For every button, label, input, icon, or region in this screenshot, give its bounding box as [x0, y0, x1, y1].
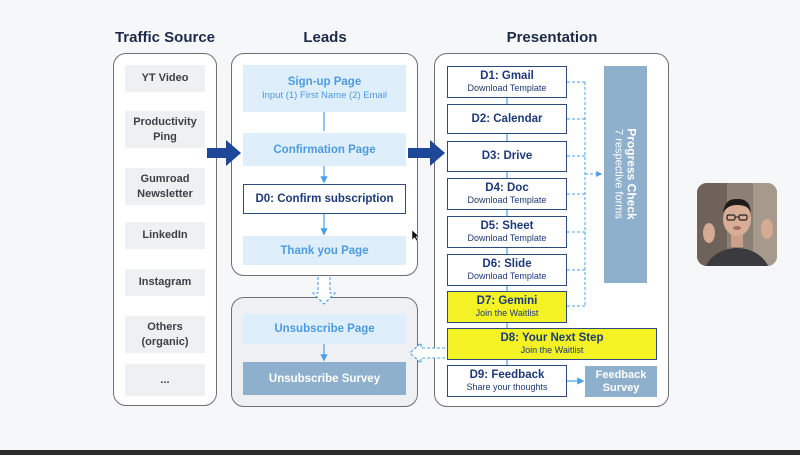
confirm-subscription-box: D0: Confirm subscription	[243, 184, 406, 214]
day-1-gmail: D1: Gmail Download Template	[447, 66, 567, 98]
progress-check-box: Progress Check 7 respective forms	[604, 66, 647, 283]
traffic-source-title: Traffic Source	[114, 29, 216, 46]
day-7-gemini: D7: Gemini Join the Waitlist	[447, 291, 567, 323]
progress-check-subtitle: 7 respective forms	[612, 129, 625, 219]
day-6-slide: D6: Slide Download Template	[447, 254, 567, 286]
signup-page: Sign-up Page Input (1) First Name (2) Em…	[243, 65, 406, 112]
day-7-subtitle: Join the Waitlist	[475, 308, 539, 318]
source-more: ...	[125, 364, 205, 396]
progress-check-title: Progress Check	[624, 128, 639, 220]
thank-you-page: Thank you Page	[243, 236, 406, 265]
day-1-subtitle: Download Template	[467, 83, 547, 93]
leads-title: Leads	[303, 29, 347, 46]
progress-check-label: Progress Check 7 respective forms	[612, 128, 639, 219]
presentation-title: Presentation	[506, 29, 598, 46]
unsubscribe-page: Unsubscribe Page	[243, 314, 406, 344]
source-instagram: Instagram	[125, 269, 205, 296]
presenter-avatar	[697, 183, 777, 266]
signup-page-subtitle: Input (1) First Name (2) Email	[261, 90, 388, 101]
unsubscribe-survey: Unsubscribe Survey	[243, 362, 406, 395]
source-gumroad-newsletter: Gumroad Newsletter	[125, 168, 205, 205]
day-2-title: D2: Calendar	[471, 112, 543, 125]
feedback-survey-box: Feedback Survey	[585, 366, 657, 397]
day-5-sheet: D5: Sheet Download Template	[447, 216, 567, 248]
day-4-subtitle: Download Template	[467, 195, 547, 205]
bottom-bar	[0, 450, 800, 455]
day-5-title: D5: Sheet	[480, 220, 534, 232]
day-5-subtitle: Download Template	[467, 233, 547, 243]
source-linkedin: LinkedIn	[125, 222, 205, 249]
day-8-subtitle: Join the Waitlist	[520, 345, 584, 355]
day-4-doc: D4: Doc Download Template	[447, 178, 567, 210]
day-2-calendar: D2: Calendar	[447, 104, 567, 134]
day-8-your-next-step: D8: Your Next Step Join the Waitlist	[447, 328, 657, 360]
day-1-title: D1: Gmail	[480, 70, 534, 82]
day-7-title: D7: Gemini	[476, 295, 538, 307]
day-9-feedback: D9: Feedback Share your thoughts	[447, 365, 567, 397]
day-6-title: D6: Slide	[482, 258, 532, 270]
source-others-organic: Others (organic)	[125, 316, 205, 353]
day-3-drive: D3: Drive	[447, 141, 567, 172]
day-9-title: D9: Feedback	[469, 369, 545, 381]
confirm-subscription-label: D0: Confirm subscription	[255, 192, 394, 205]
day-6-subtitle: Download Template	[467, 271, 547, 281]
day-4-title: D4: Doc	[485, 182, 529, 194]
confirmation-page: Confirmation Page	[243, 133, 406, 166]
source-productivity-ping: Productivity Ping	[125, 111, 205, 148]
webcam-overlay	[697, 183, 777, 266]
day-3-title: D3: Drive	[481, 150, 533, 162]
day-9-subtitle: Share your thoughts	[466, 382, 548, 392]
signup-page-title: Sign-up Page	[287, 76, 362, 88]
day-8-title: D8: Your Next Step	[500, 332, 604, 344]
source-yt-video: YT Video	[125, 65, 205, 92]
